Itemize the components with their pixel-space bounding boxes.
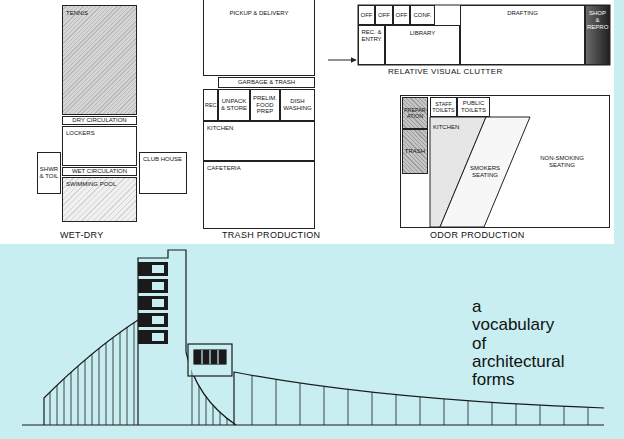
diagram-caption: WET-DRY <box>60 230 103 240</box>
space-name: REC. & ENTRY <box>360 29 383 43</box>
room-box: CONF. <box>410 5 435 25</box>
space-name: OFF <box>361 12 373 19</box>
cover-ground <box>0 244 624 439</box>
seating-zone: NON-SMOKING SEATING STAFF TOILETS PUBLIC T… <box>400 95 610 228</box>
space-name: WET CIRCULATION <box>72 168 127 175</box>
plan-outline <box>358 5 610 65</box>
space-name: STAFF TOILETS <box>432 101 455 113</box>
diagram-caption: RELATIVE VISUAL CLUTTER <box>388 67 502 76</box>
building-drawing <box>22 240 604 425</box>
space-name: SHOP & REPRO <box>587 10 608 31</box>
room-box: REC. <box>203 89 218 121</box>
office-box: OFF <box>393 5 410 25</box>
space-name: TENNIS <box>66 10 88 17</box>
pool-zone: SWIMMING POOL <box>62 177 137 222</box>
room-box: KITCHEN <box>203 121 315 161</box>
space-name: CONF. <box>414 12 432 19</box>
space-name: KITCHEN <box>433 124 459 131</box>
space-name: DRY CIRCULATION <box>72 117 126 124</box>
space-name: REC. <box>205 102 216 108</box>
space-name: PICKUP & DELIVERY <box>229 10 288 17</box>
space-name: CAFETERIA <box>207 165 241 172</box>
space-name: SHWR & TOIL <box>39 166 59 180</box>
room-box: PRELIM. FOOD PREP <box>250 89 280 121</box>
space-name: OFF <box>378 12 390 19</box>
court-zone: TENNIS <box>62 5 137 115</box>
circulation-band: GARBAGE & TRASH <box>218 77 315 88</box>
space-name: SMOKERS SEATING <box>467 165 503 179</box>
space-name: NON-SMOKING SEATING <box>531 155 593 169</box>
room-box: DISH WASHING <box>280 89 315 121</box>
diagram-caption: TRASH PRODUCTION <box>222 230 320 240</box>
cover-title: a vocabulary of architectural forms <box>472 298 565 390</box>
room-box: CLUB HOUSE <box>139 152 187 194</box>
office-box: OFF <box>375 5 393 25</box>
space-name: PRELIM. FOOD PREP <box>252 95 278 116</box>
room-box: PREPAR-ATION <box>402 97 428 129</box>
room-box: SHWR & TOIL <box>37 152 61 194</box>
space-name: DISH WASHING <box>282 98 313 112</box>
room-box: PUBLIC TOILETS <box>457 97 490 117</box>
space-name: DRAFTING <box>507 10 538 17</box>
space-name: LOCKERS <box>66 130 95 137</box>
space-name: SWIMMING POOL <box>66 181 116 188</box>
room-box: LOCKERS <box>62 126 137 166</box>
space-name: PREPAR-ATION <box>404 107 426 119</box>
space-name: OFF <box>396 12 408 19</box>
room-box: STAFF TOILETS <box>430 97 457 117</box>
smoking-band: SMOKERS SEATING <box>440 117 530 227</box>
office-box: OFF <box>358 5 375 25</box>
service-zone: PICKUP & DELIVERY <box>203 0 315 76</box>
circulation-band: WET CIRCULATION <box>62 167 137 176</box>
space-name: CLUB HOUSE <box>143 156 182 163</box>
cover-edge <box>614 0 624 244</box>
room-box: TRASH <box>402 129 428 174</box>
room-box: SHOP & REPRO <box>585 5 610 65</box>
space-name: LIBRARY <box>410 30 436 37</box>
room-box: DRAFTING <box>460 5 585 65</box>
diagram-caption: ODOR PRODUCTION <box>430 230 525 240</box>
room-box: CAFETERIA <box>203 161 315 229</box>
space-name: GARBAGE & TRASH <box>238 79 295 86</box>
room-box: LIBRARY <box>385 25 460 65</box>
entry-arrow <box>328 60 356 61</box>
space-name: KITCHEN <box>207 125 233 132</box>
room-box: UNPACK & STORE <box>218 89 250 121</box>
circulation-band: DRY CIRCULATION <box>62 116 137 125</box>
room-box: REC. & ENTRY <box>358 25 385 65</box>
space-name: TRASH <box>405 148 425 155</box>
space-name: PUBLIC TOILETS <box>459 100 488 114</box>
space-name: UNPACK & STORE <box>220 98 248 112</box>
